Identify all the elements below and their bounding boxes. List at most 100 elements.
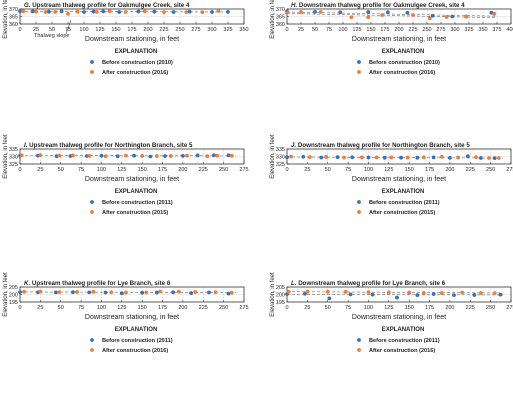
before-point	[137, 10, 141, 14]
after-point	[428, 16, 432, 20]
before-point	[163, 154, 167, 158]
after-point	[497, 156, 501, 160]
before-point	[100, 154, 104, 158]
after-point	[169, 154, 173, 158]
after-point	[193, 290, 197, 294]
before-point	[406, 11, 410, 15]
x-tick-label: 50	[312, 27, 318, 33]
after-point	[158, 290, 162, 294]
before-point	[104, 291, 108, 295]
before-point	[415, 293, 419, 297]
before-point	[386, 10, 390, 14]
x-tick-label: 250	[486, 305, 495, 311]
x-tick-label: 300	[207, 27, 216, 33]
x-tick-label: 100	[364, 167, 373, 173]
after-point	[124, 291, 128, 295]
after-point	[185, 154, 189, 158]
after-point	[326, 290, 330, 294]
x-tick-label: 50	[325, 167, 331, 173]
y-tick-label: 370	[276, 7, 285, 13]
y-tick-label: 205	[9, 285, 18, 291]
x-tick-label: 75	[345, 167, 351, 173]
y-tick-label: 365	[9, 15, 18, 21]
after-point	[34, 10, 38, 14]
after-point	[492, 12, 496, 16]
x-tick-label: 250	[219, 167, 228, 173]
x-tick-label: 275	[506, 305, 513, 311]
after-point	[445, 15, 449, 19]
after-point	[487, 156, 491, 160]
x-tick-label: 150	[405, 305, 414, 311]
after-point	[285, 11, 289, 15]
y-axis-label: Elevation, in feet	[270, 0, 276, 39]
before-point	[189, 291, 193, 295]
before-point	[101, 10, 105, 14]
before-point	[172, 10, 176, 14]
x-tick-label: 225	[199, 305, 208, 311]
y-tick-label: 335	[276, 147, 285, 153]
after-point	[440, 155, 444, 159]
after-point	[422, 155, 426, 159]
chart-panel-k: K. Upstream thalweg profile for Lye Bran…	[3, 272, 249, 354]
chart-title-text: Downstream thalweg profile for Northingt…	[298, 142, 470, 149]
before-point	[196, 154, 200, 158]
chart-letter: K.	[24, 280, 32, 287]
after-point	[104, 154, 108, 158]
after-point	[422, 291, 426, 295]
after-point	[140, 154, 144, 158]
after-point	[493, 291, 497, 295]
after-point	[177, 290, 181, 294]
y-tick-label: 360	[276, 22, 285, 28]
before-point	[493, 156, 497, 160]
x-tick-label: 200	[394, 27, 403, 33]
before-point	[399, 156, 403, 160]
y-tick-label: 195	[9, 300, 18, 306]
x-tick-label: 225	[199, 167, 208, 173]
x-tick-label: 250	[486, 167, 495, 173]
after-point	[299, 10, 303, 14]
chart-panel-h: H. Downstream thalweg profile for Oakmul…	[270, 0, 513, 76]
before-point	[60, 9, 64, 13]
x-tick-label: 200	[143, 27, 152, 33]
before-point	[227, 292, 231, 296]
x-tick-label: 125	[117, 305, 126, 311]
before-point	[18, 290, 22, 294]
after-point	[21, 9, 25, 13]
chart-panel-j: J. Downstream thalweg profile for Northi…	[270, 134, 513, 216]
after-point	[217, 9, 221, 13]
before-point	[431, 14, 435, 18]
x-tick-label: 150	[138, 167, 147, 173]
before-point	[227, 153, 231, 157]
x-tick-label: 25	[37, 167, 43, 173]
x-axis-label: Downstream stationing, in feet	[352, 176, 446, 183]
before-point	[171, 290, 175, 294]
after-point	[380, 13, 384, 17]
before-point	[383, 156, 387, 160]
after-point	[366, 15, 370, 19]
before-point	[371, 293, 375, 297]
x-tick-label: 75	[345, 305, 351, 311]
chart-letter: J.	[291, 142, 298, 149]
legend-heading: EXPLANATION	[115, 327, 158, 333]
before-point	[350, 155, 354, 159]
before-point	[120, 291, 124, 295]
after-point	[87, 154, 91, 158]
y-tick-label: 360	[9, 22, 18, 28]
after-point	[230, 291, 234, 295]
x-axis-label: Downstream stationing, in feet	[85, 36, 179, 43]
x-tick-label: 125	[117, 167, 126, 173]
y-axis-label: Elevation, in feet	[3, 0, 9, 39]
after-point	[360, 156, 364, 160]
y-tick-label: 325	[9, 162, 18, 168]
after-point	[389, 156, 393, 160]
chart-panel-g: G. Upstream thalweg profile for Oakmulge…	[3, 0, 249, 76]
legend-heading: EXPLANATION	[115, 189, 158, 195]
before-point	[301, 155, 305, 159]
before-point	[181, 154, 185, 158]
after-point	[91, 290, 95, 294]
before-point	[87, 291, 91, 295]
x-tick-label: 0	[285, 27, 288, 33]
x-tick-label: 300	[450, 27, 459, 33]
legend-entry: Before construction (2011)	[102, 338, 173, 344]
x-tick-label: 100	[97, 167, 106, 173]
